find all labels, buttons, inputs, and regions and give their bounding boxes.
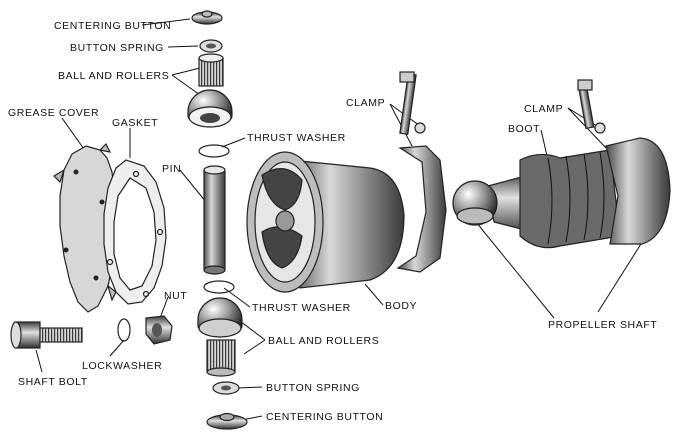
label-nut: NUT [164, 290, 187, 302]
label-gasket: GASKET [112, 117, 158, 129]
leader-button-spring-bottom [237, 386, 263, 389]
leader-lockwasher [109, 339, 125, 357]
leader-ball-rollers-top-b [171, 74, 201, 96]
leader-button-spring-top [167, 45, 199, 48]
leader-clamp-right-b [567, 107, 609, 151]
leader-body [364, 283, 384, 306]
label-button-spring-bottom: BUTTON SPRING [266, 382, 360, 394]
button-spring-bottom-part [212, 381, 240, 395]
boot-part [519, 149, 621, 249]
ball-top-part [187, 89, 233, 128]
label-ball-and-rollers-top: BALL AND ROLLERS [58, 70, 169, 82]
nut-part [145, 315, 173, 345]
leader-nut [159, 296, 169, 319]
ball-bottom-part [197, 297, 243, 338]
rollers-top-part [198, 53, 224, 87]
labels: CENTERING BUTTON BUTTON SPRING BALL AND … [8, 20, 657, 423]
leader-propeller-shaft-b [597, 235, 647, 313]
shaft-bolt-part [10, 321, 83, 349]
leader-grease-cover [61, 117, 87, 153]
centering-button-bottom-part [206, 412, 248, 430]
leader-ball-rollers-bottom-b [243, 339, 266, 355]
leader-lines [35, 18, 647, 421]
rollers-bottom-part [206, 339, 236, 377]
label-shaft-bolt: SHAFT BOLT [18, 376, 88, 388]
centering-button-top-part [191, 10, 223, 25]
label-button-spring-top: BUTTON SPRING [70, 42, 164, 54]
label-clamp-right: CLAMP [524, 103, 563, 115]
button-spring-top-part [199, 39, 223, 53]
clamp-right-part [577, 79, 671, 245]
label-centering-button-bottom: CENTERING BUTTON [266, 411, 383, 423]
leader-pin [179, 169, 207, 203]
leader-thrust-washer-top [221, 137, 246, 148]
label-grease-cover: GREASE COVER [8, 107, 99, 119]
label-centering-button-top: CENTERING BUTTON [54, 20, 171, 32]
lockwasher-part [117, 318, 131, 342]
label-pin: PIN [162, 163, 181, 175]
label-propeller-shaft: PROPELLER SHAFT [548, 319, 657, 331]
label-clamp-left: CLAMP [346, 97, 385, 109]
label-thrust-washer-bottom: THRUST WASHER [252, 302, 351, 314]
thrust-washer-bottom-part [203, 280, 235, 294]
leader-ball-rollers-top-a [171, 67, 201, 76]
body-part [246, 151, 405, 293]
label-body: BODY [385, 300, 417, 312]
leader-propeller-shaft-a [475, 221, 555, 319]
thrust-washer-top-part [198, 144, 230, 158]
label-lockwasher: LOCKWASHER [82, 360, 162, 372]
pin-part [203, 165, 226, 275]
leader-shaft-bolt [35, 349, 43, 373]
label-boot: BOOT [508, 123, 540, 135]
clamp-left-part [396, 71, 447, 273]
gasket-part [103, 159, 167, 305]
label-ball-and-rollers-bottom: BALL AND ROLLERS [268, 335, 379, 347]
leader-centering-button-top [141, 18, 191, 26]
label-thrust-washer-top: THRUST WASHER [247, 132, 346, 144]
grease-cover-part [53, 142, 117, 313]
